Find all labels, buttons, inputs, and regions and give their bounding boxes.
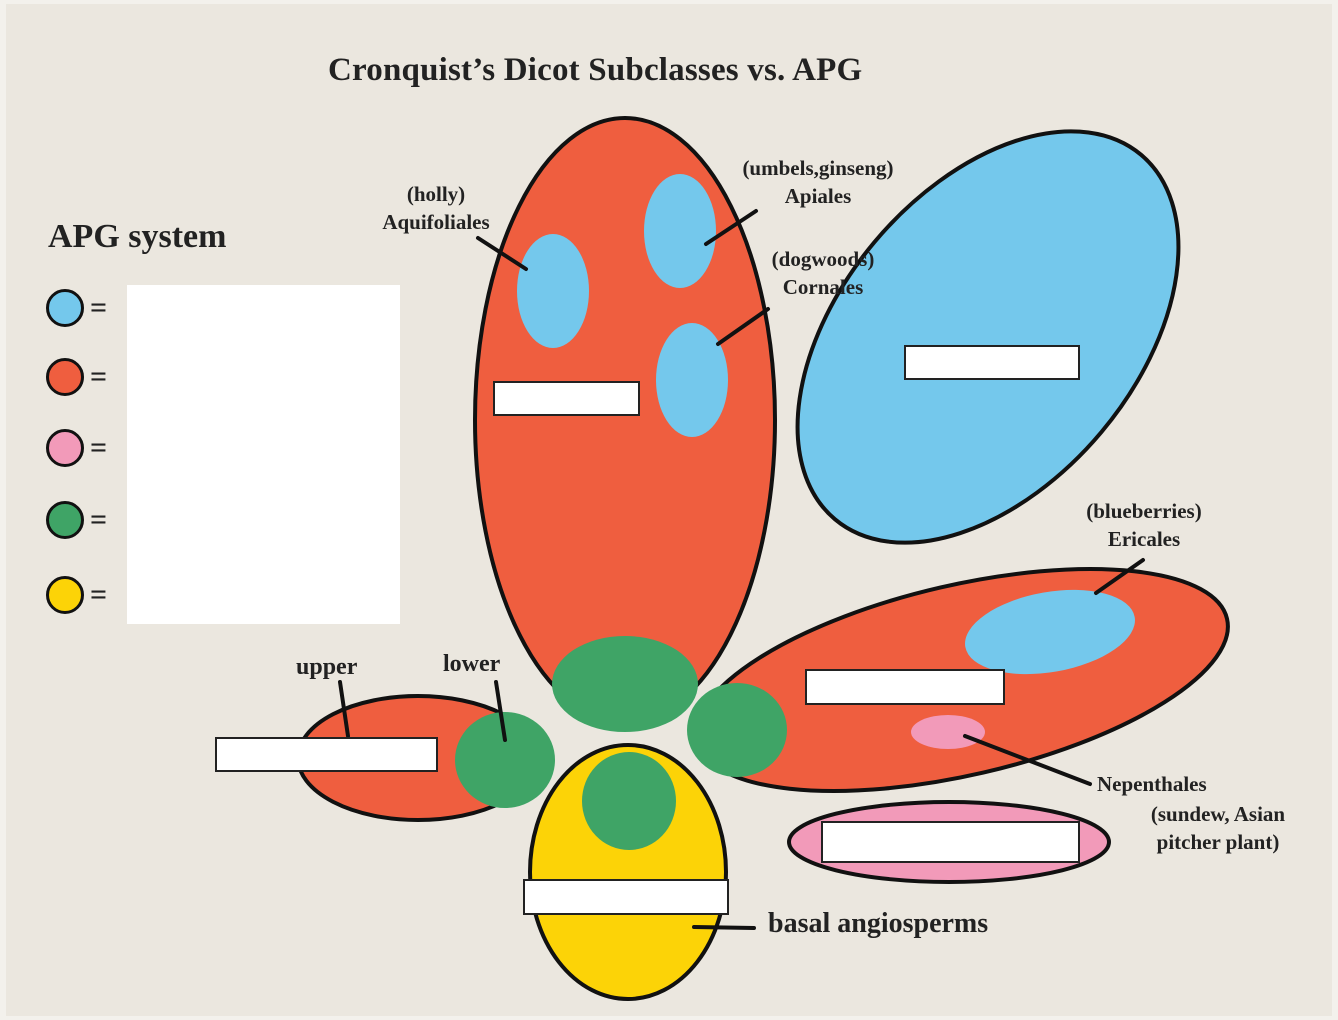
- ericales-leader: [1094, 558, 1145, 595]
- upper-label: upper: [296, 654, 358, 680]
- legend-equals: =: [90, 291, 108, 324]
- basal-leader: [692, 925, 756, 930]
- legend-title: APG system: [48, 218, 227, 255]
- answer-box-lower-right-red-ellipse[interactable]: [805, 669, 1005, 705]
- aquifoliales-leader: [476, 236, 528, 271]
- answer-box-pink-ellipse[interactable]: [821, 821, 1080, 863]
- nepenthales-common: (sundew, Asian pitcher plant): [1128, 800, 1308, 856]
- legend-equals: =: [90, 578, 108, 611]
- green-circle-icon: [46, 501, 84, 539]
- page-title: Cronquist’s Dicot Subclasses vs. APG: [328, 52, 863, 88]
- legend-item-green: =: [46, 501, 107, 539]
- yellow-ellipse: [528, 743, 728, 1001]
- blue-circle-icon: [46, 289, 84, 327]
- cornales-order: Cornales: [782, 275, 864, 299]
- apiales-leader: [704, 209, 758, 246]
- red-circle-icon: [46, 358, 84, 396]
- nepenthales-spot: [911, 715, 985, 749]
- legend-item-pink: =: [46, 429, 107, 467]
- green-blob-top: [552, 636, 698, 732]
- ericales-order: Ericales: [1107, 527, 1181, 551]
- green-blob-right: [687, 683, 787, 777]
- nepenthales-order: Nepenthales: [1097, 772, 1207, 796]
- yellow-circle-icon: [46, 576, 84, 614]
- legend-item-red: =: [46, 358, 107, 396]
- upper-leader: [338, 680, 350, 738]
- aquifoliales-spot: [517, 234, 589, 348]
- nepenthales-common-line1: (sundew, Asian: [1150, 802, 1286, 826]
- lower-leader: [494, 680, 507, 742]
- answer-box-yellow-ellipse[interactable]: [523, 879, 729, 915]
- lower-label: lower: [443, 651, 501, 677]
- basal-angiosperms-label: basal angiosperms: [768, 908, 989, 939]
- cornales-label: (dogwoods) Cornales: [756, 245, 890, 301]
- cornales-common: (dogwoods): [771, 247, 875, 271]
- answer-box-tall-red-ellipse[interactable]: [493, 381, 640, 416]
- apiales-common: (umbels,ginseng): [742, 156, 894, 180]
- cornales-spot: [656, 323, 728, 437]
- answer-box-blue-ellipse[interactable]: [904, 345, 1080, 380]
- blue-ellipse: [795, 129, 1181, 545]
- apiales-order: Apiales: [784, 184, 852, 208]
- nepenthales-leader: [963, 734, 1092, 786]
- ericales-label: (blueberries) Ericales: [1068, 497, 1220, 553]
- aquifoliales-label: (holly) Aquifoliales: [362, 180, 510, 236]
- ericales-spot: [965, 589, 1135, 675]
- cornales-leader: [716, 307, 770, 346]
- pink-circle-icon: [46, 429, 84, 467]
- apiales-spot: [644, 174, 716, 288]
- legend-item-blue: =: [46, 289, 107, 327]
- apiales-label: (umbels,ginseng) Apiales: [716, 154, 920, 210]
- legend-equals: =: [90, 360, 108, 393]
- legend-equals: =: [90, 503, 108, 536]
- legend-item-yellow: =: [46, 576, 107, 614]
- ericales-common: (blueberries): [1086, 499, 1202, 523]
- legend-answer-area[interactable]: [127, 285, 400, 624]
- aquifoliales-order: Aquifoliales: [382, 210, 490, 234]
- nepenthales-common-line2: pitcher plant): [1156, 830, 1280, 854]
- aquifoliales-common: (holly): [406, 182, 466, 206]
- green-blob-bottom: [582, 752, 676, 850]
- legend-equals: =: [90, 431, 108, 464]
- green-blob-left: [455, 712, 555, 808]
- answer-box-left-red-ellipse[interactable]: [215, 737, 438, 772]
